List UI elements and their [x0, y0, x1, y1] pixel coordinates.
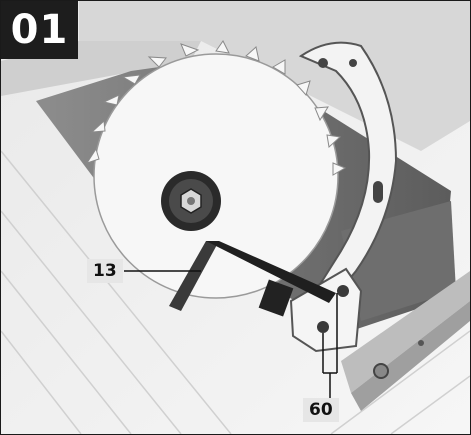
bracket-hole-1 [318, 58, 328, 68]
mount-bolt [337, 285, 349, 297]
side-rail [341, 271, 470, 393]
bracket-slot [373, 181, 383, 203]
rail-hole [418, 340, 424, 346]
rail-bolt [373, 363, 389, 379]
bracket-hole-2 [349, 59, 357, 67]
table-grooves [1, 150, 470, 434]
mount-screw [317, 321, 329, 333]
callout-label-13: 13 [87, 259, 123, 283]
callout-label-60: 60 [303, 398, 339, 422]
hex-key-tool [169, 241, 336, 317]
saw-blade [85, 40, 347, 299]
step-number-badge: 01 [1, 1, 78, 59]
blade-guard-bracket [298, 41, 398, 303]
side-rail-lower [351, 301, 470, 411]
